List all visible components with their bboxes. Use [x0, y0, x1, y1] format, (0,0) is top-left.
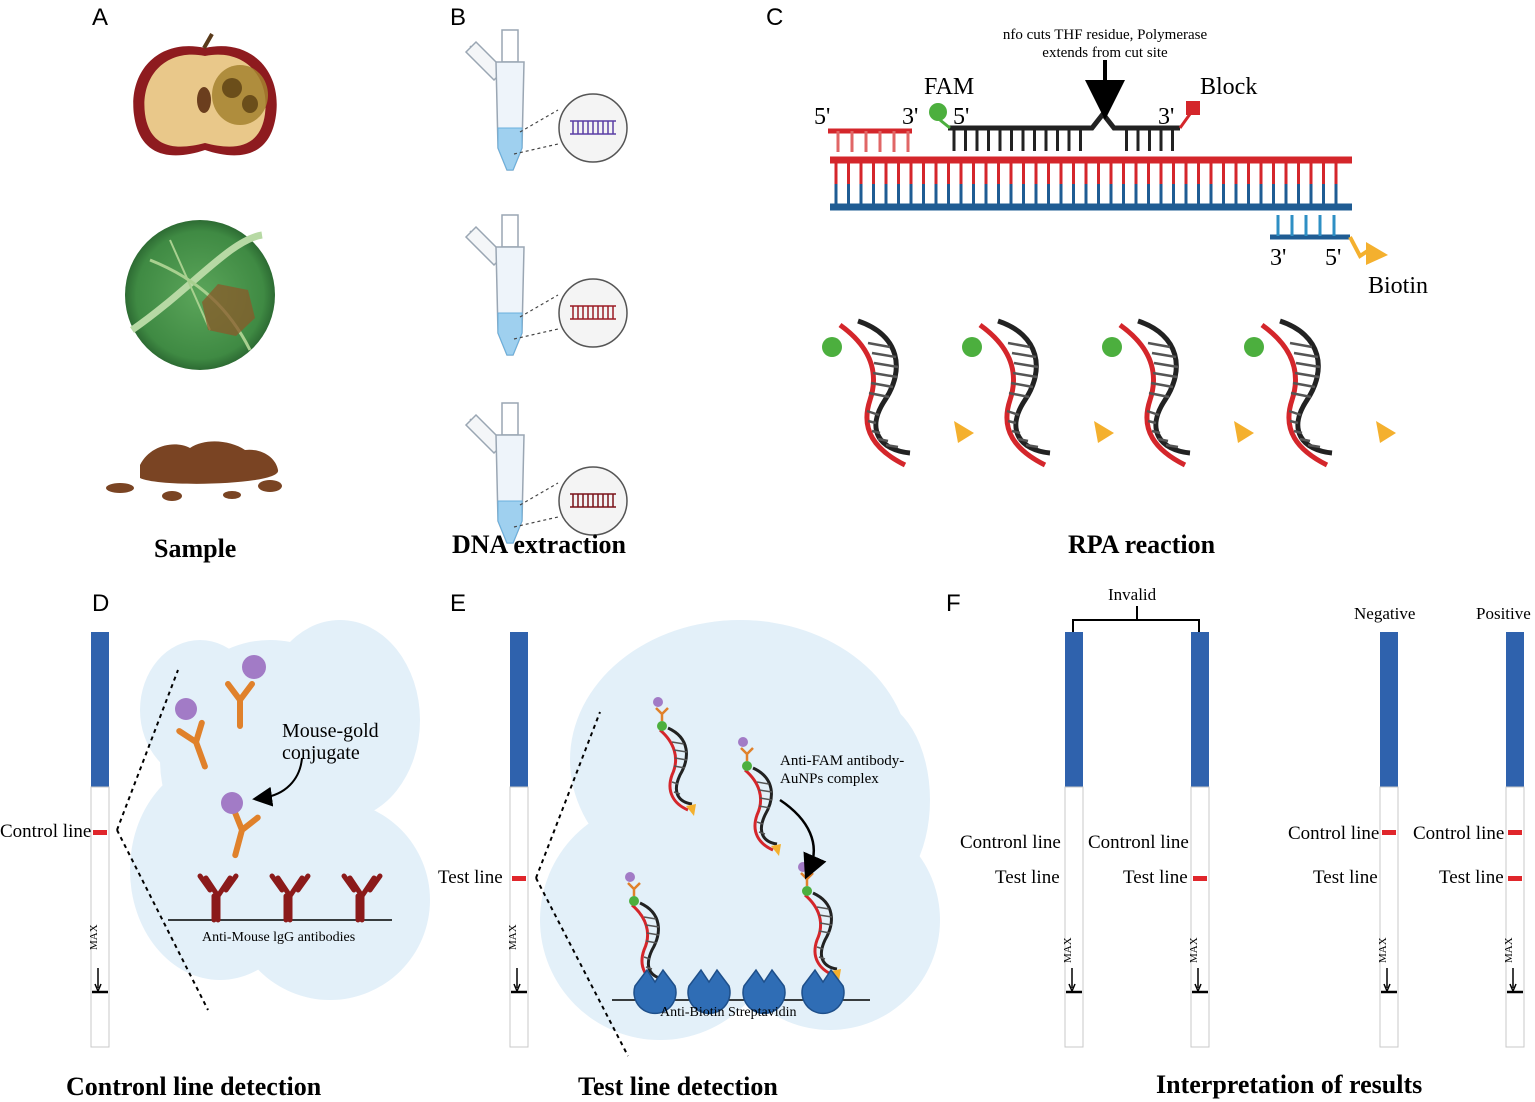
- max-label-f2: MAX: [1188, 937, 1200, 963]
- probe-5prime: 5': [953, 104, 970, 130]
- conjugate-line2: conjugate: [282, 742, 360, 764]
- apple-illustration: [133, 33, 277, 156]
- panel-letter-c: C: [766, 4, 784, 31]
- nfo-annotation-line2: extends from cut site: [1042, 45, 1168, 61]
- f-contronl-line-2: Contronl line: [1088, 832, 1189, 853]
- zoom-lines-e: [535, 711, 629, 1057]
- strip-d: [89, 630, 111, 1049]
- strip-invalid-1: [1063, 630, 1085, 1049]
- fam-label: FAM: [924, 74, 975, 100]
- cloud-e: [540, 620, 940, 1040]
- f-test-line-1: Test line: [995, 867, 1060, 888]
- reverse-3prime: 3': [1270, 245, 1287, 271]
- primer-3prime-left: 3': [902, 104, 919, 130]
- max-label-f1: MAX: [1062, 937, 1074, 963]
- panel-letter-d: D: [92, 590, 110, 617]
- anti-mouse-label: Anti-Mouse lgG antibodies: [202, 930, 356, 945]
- f-test-line-neg: Test line: [1313, 867, 1378, 888]
- mouse-gold-conjugates: [175, 655, 303, 858]
- strip-negative: [1378, 630, 1400, 1049]
- f-test-line-2: Test line: [1123, 867, 1188, 888]
- f-control-line-pos: Control line: [1413, 823, 1505, 844]
- reverse-primer: [1270, 215, 1388, 265]
- f-control-line-neg: Control line: [1288, 823, 1380, 844]
- control-line-label-d: Control line: [0, 821, 92, 842]
- invalid-label: Invalid: [1108, 585, 1157, 604]
- nfo-annotation-line1: nfo cuts THF residue, Polymerase: [1002, 27, 1208, 43]
- anti-fam-complex-label: Anti-FAM antibody- AuNPs complex: [780, 752, 904, 788]
- caption-test-line-detection: Test line detection: [578, 1072, 778, 1101]
- caption-rpa-reaction: RPA reaction: [1068, 530, 1216, 559]
- caption-control-line-detection: Contronl line detection: [66, 1072, 322, 1101]
- invalid-bracket: [1072, 606, 1200, 632]
- nfo-annotation: nfo cuts THF residue, Polymerase extends…: [960, 26, 1250, 62]
- strip-invalid-2: [1189, 630, 1211, 1049]
- panel-letter-e: E: [450, 590, 467, 617]
- complex-line2: AuNPs complex: [780, 771, 879, 787]
- max-label-f3: MAX: [1377, 937, 1389, 963]
- template-dna: [830, 156, 1352, 211]
- strip-positive: [1504, 630, 1526, 1049]
- tube-3: [465, 402, 628, 544]
- streptavidin-label: Anti-Biotin Streptavidin: [660, 1005, 797, 1020]
- leaf-illustration: [125, 220, 275, 370]
- positive-label: Positive: [1476, 604, 1531, 623]
- complexes-e: [623, 695, 843, 993]
- panel-letter-b: B: [450, 4, 467, 31]
- max-label-f4: MAX: [1503, 937, 1515, 963]
- mouse-gold-conjugate-label: Mouse-gold conjugate: [282, 720, 379, 764]
- panel-letter-a: A: [92, 4, 109, 31]
- max-label-e: MAX: [507, 924, 519, 950]
- forward-primer: [828, 128, 912, 152]
- reverse-5prime: 5': [1325, 245, 1342, 271]
- zoom-lines-d: [116, 669, 209, 1011]
- conjugate-line1: Mouse-gold: [282, 720, 379, 742]
- tube-2: [465, 214, 628, 356]
- biotin-label: Biotin: [1368, 273, 1429, 299]
- anti-mouse-antibodies: [168, 876, 392, 920]
- block-label: Block: [1200, 74, 1258, 100]
- complex-line1: Anti-FAM antibody-: [780, 753, 905, 769]
- caption-sample: Sample: [154, 534, 237, 563]
- negative-label: Negative: [1354, 604, 1416, 623]
- tube-1: [465, 29, 628, 171]
- caption-interpretation: Interpretation of results: [1156, 1070, 1423, 1099]
- f-contronl-line-1: Contronl line: [960, 832, 1061, 853]
- max-label-d: MAX: [88, 924, 100, 950]
- probe: [929, 60, 1200, 151]
- soil-illustration: [106, 441, 282, 501]
- test-line-label-e: Test line: [438, 867, 503, 888]
- strip-e: [508, 630, 530, 1049]
- panel-letter-f: F: [946, 590, 961, 617]
- streptavidin-row: [612, 969, 870, 1015]
- f-test-line-pos: Test line: [1439, 867, 1504, 888]
- amplicons: [822, 321, 1396, 465]
- probe-3prime: 3': [1158, 104, 1175, 130]
- primer-5prime-left: 5': [814, 104, 831, 130]
- caption-dna-extraction: DNA extraction: [452, 530, 627, 559]
